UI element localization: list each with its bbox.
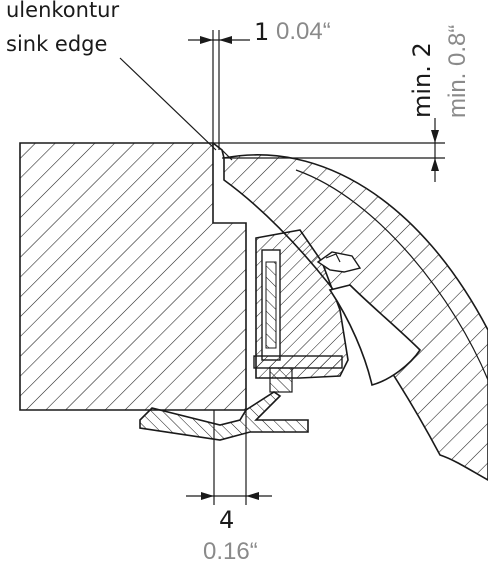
mounting-clip bbox=[253, 229, 362, 393]
dimension-bottom bbox=[186, 410, 272, 505]
countertop-section bbox=[19, 142, 247, 411]
dimension-right bbox=[213, 118, 445, 182]
label-right-min-mm: min. 2 bbox=[408, 42, 436, 118]
dimension-top bbox=[188, 30, 250, 150]
leader-line bbox=[119, 57, 217, 151]
label-contour-en: sink edge bbox=[6, 32, 108, 56]
clamp-bracket bbox=[139, 391, 309, 441]
label-bottom-gap-in: 0.16“ bbox=[203, 538, 258, 565]
label-bottom-gap-mm: 4 bbox=[219, 506, 235, 534]
label-right-min-in: min. 0.8“ bbox=[444, 24, 471, 118]
seal-lip bbox=[328, 284, 422, 386]
label-top-gap-in: 0.04“ bbox=[276, 18, 331, 45]
label-top-gap-mm: 1 bbox=[254, 18, 270, 46]
label-contour-de: ulenkontur bbox=[6, 0, 120, 22]
